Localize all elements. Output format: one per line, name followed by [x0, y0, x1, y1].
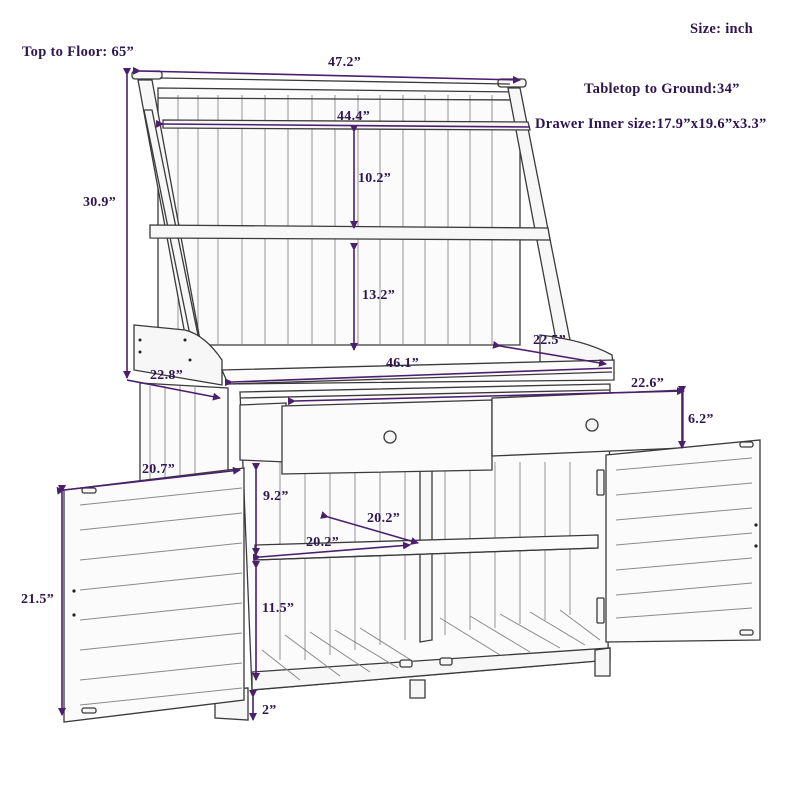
dim-side-panel-depth: 22.8” — [150, 368, 183, 383]
middle-shelf — [149, 224, 551, 241]
dim-tabletop-width: 46.1” — [386, 356, 419, 371]
dim-tabletop-depth: 22.5” — [533, 333, 566, 348]
dim-overall-top-width: 47.2” — [328, 55, 361, 70]
dim-lower-shelf-gap: 13.2” — [362, 288, 395, 303]
hutch-back-panel — [157, 87, 521, 346]
dim-ground-clearance: 2” — [262, 703, 277, 718]
right-door — [596, 439, 761, 643]
dim-shelf-depth: 20.2” — [367, 511, 400, 526]
dim-top-shelf-width: 44.4” — [337, 109, 370, 124]
drawer-inner-size-note: Drawer Inner size:17.9”x19.6”x3.3” — [535, 116, 767, 132]
dim-door-height: 21.5” — [21, 592, 54, 607]
dim-door-width: 20.7” — [142, 462, 175, 477]
top-to-floor-note: Top to Floor: 65” — [22, 44, 135, 60]
tabletop-to-ground-note: Tabletop to Ground:34” — [584, 81, 740, 97]
dim-drawer-width: 22.6” — [631, 376, 664, 391]
dim-shelf-width: 20.2” — [306, 535, 339, 550]
dim-upper-compartment-height: 9.2” — [263, 489, 289, 504]
dimension-lines — [56, 66, 686, 721]
dim-drawer-height: 6.2” — [688, 412, 714, 427]
drawers — [239, 389, 684, 475]
unit-note: Size: inch — [690, 21, 754, 37]
dim-top-shelf-gap: 10.2” — [358, 171, 391, 186]
dim-lower-compartment-height: 11.5” — [262, 601, 295, 616]
dim-hutch-height: 30.9” — [83, 195, 116, 210]
left-door — [63, 467, 245, 723]
